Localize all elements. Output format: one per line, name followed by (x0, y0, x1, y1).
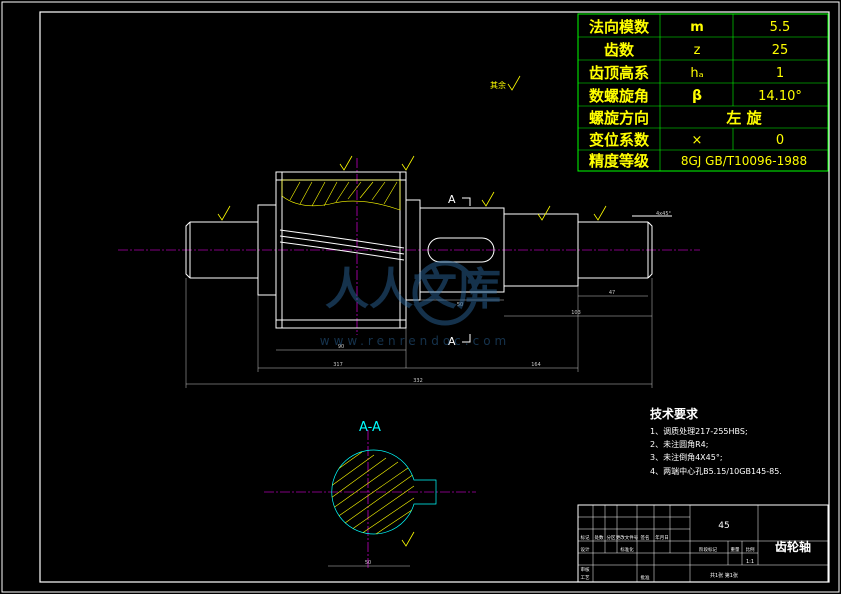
dim-317: 317 (333, 362, 343, 368)
header-label-3: 分区 (607, 534, 616, 541)
section-dim-50: 50 (365, 560, 371, 566)
section-marker-bottom: A (448, 335, 456, 348)
param-value-6: 0 (776, 133, 784, 148)
param-symbol-2: z (694, 43, 701, 58)
tech-item-2: 2、未注圆角R4; (650, 439, 708, 449)
header-label-2: 处数 (595, 534, 604, 541)
shaft-front-view: A A 其余 4x45° (118, 75, 700, 388)
param-label-1: 法向模数 (589, 18, 650, 36)
section-a-a: A-A 50 (264, 420, 476, 568)
tech-title: 技术要求 (650, 406, 699, 421)
dim-50: 50 (457, 302, 463, 308)
param-label-7: 精度等级 (589, 152, 650, 170)
watermark-text: 人人文库 (325, 264, 501, 315)
param-label-4: 数螺旋角 (589, 87, 649, 105)
scale-label: 比例 (746, 546, 755, 553)
param-label-6: 变位系数 (589, 131, 650, 149)
stage-label: 阶段标记 (699, 546, 717, 553)
param-label-2: 齿数 (604, 41, 635, 59)
params-table: 法向模数 m 5.5 齿数 z 25 齿顶高系 hₐ 1 数螺旋角 β 14.1… (577, 13, 829, 172)
param-value-2: 25 (772, 43, 789, 58)
param-value-3: 1 (776, 66, 784, 81)
param-value-1: 5.5 (770, 20, 791, 35)
std-label: 标准化 (620, 546, 634, 553)
param-value-7: 8GJ GB/T10096-1988 (681, 154, 807, 168)
dim-90: 90 (338, 344, 344, 350)
param-value-4: 14.10° (758, 89, 802, 104)
section-title: A-A (359, 420, 381, 435)
tech-item-1: 1、调质处理217-255HBS; (650, 426, 748, 436)
weight-label: 重量 (731, 546, 740, 553)
drawing-frame (39, 11, 830, 583)
param-symbol-1: m (690, 20, 704, 35)
row-label-design: 设计 (581, 546, 590, 553)
section-marker-top: A (448, 193, 456, 206)
param-symbol-3: hₐ (690, 66, 703, 81)
tech-item-4: 4、两端中心孔B5.15/10GB145-85. (650, 466, 782, 476)
header-label-4: 更改文件号 (616, 534, 639, 541)
header-label-6: 年月日 (655, 534, 669, 541)
tech-requirements: 技术要求 1、调质处理217-255HBS; 2、未注圆角R4; 3、未注倒角4… (650, 406, 782, 476)
param-symbol-4: β (692, 88, 702, 104)
roughness-note: 其余 (490, 80, 506, 90)
row-label-process: 工艺 (581, 575, 590, 581)
title-block: 45 齿轮轴 1:1 共1张 第1张 标记 处数 分区 更改文件号 签名 年月日… (577, 504, 829, 583)
material: 45 (718, 521, 729, 531)
chamfer-note: 4x45° (656, 211, 672, 217)
header-label-5: 签名 (641, 534, 650, 541)
param-value-5: 左 旋 (725, 109, 762, 127)
sheet-info: 共1张 第1张 (710, 572, 738, 579)
watermark-url: www.renrendoc.com (320, 334, 510, 348)
dim-47: 47 (609, 290, 615, 296)
dim-total-length: 332 (413, 378, 423, 384)
param-label-3: 齿顶高系 (589, 64, 649, 82)
approve-label: 批准 (641, 574, 650, 581)
row-label-review: 审核 (581, 566, 590, 573)
dim-103: 103 (571, 310, 581, 316)
scale-value: 1:1 (746, 559, 754, 565)
param-symbol-6: × (692, 133, 703, 148)
dim-164: 164 (531, 362, 541, 368)
tech-item-3: 3、未注倒角4X45°; (650, 452, 723, 462)
header-label-1: 标记 (581, 534, 590, 541)
watermark: 人人文库 www.renrendoc.com (320, 260, 510, 348)
param-label-5: 螺旋方向 (589, 109, 649, 127)
part-name: 齿轮轴 (775, 539, 811, 554)
